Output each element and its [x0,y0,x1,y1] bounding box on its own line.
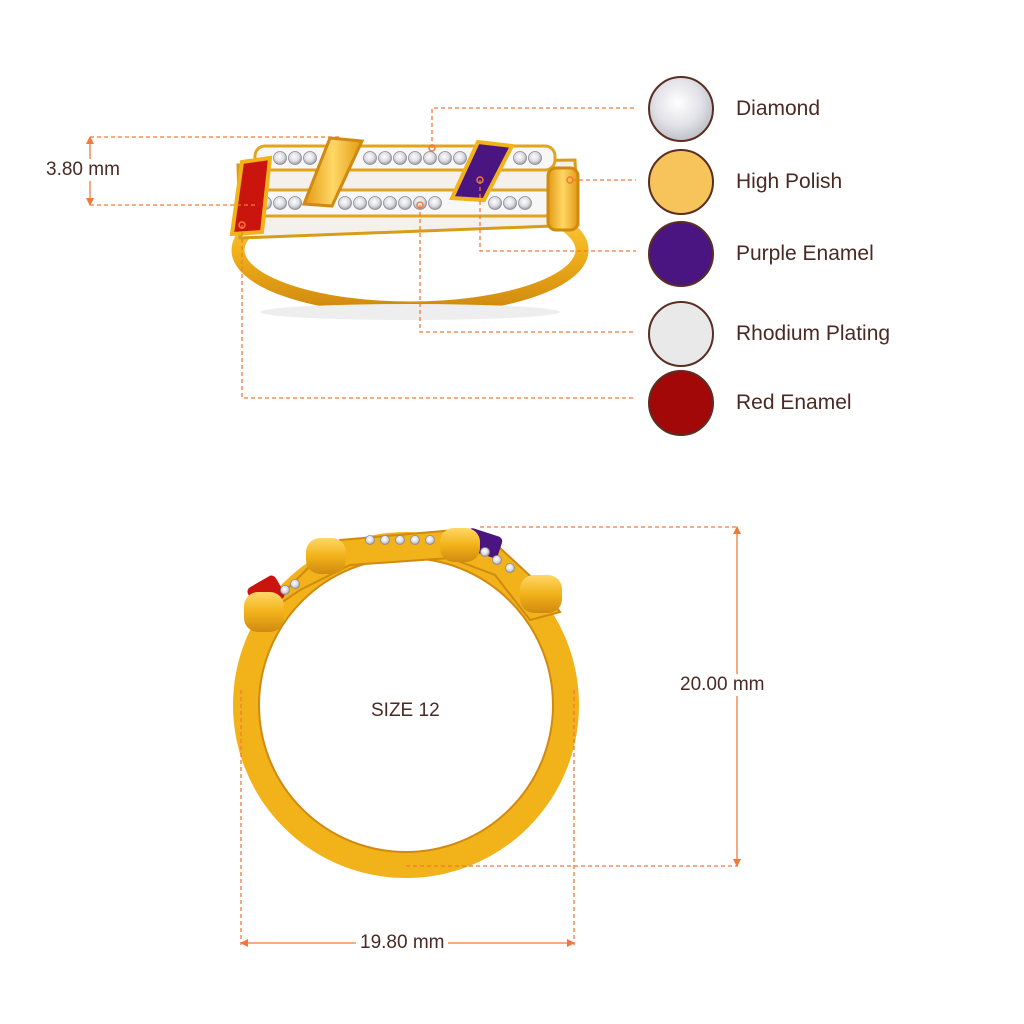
pave-diamond [492,555,502,565]
marker-purple-enamel [476,176,484,184]
rhodium-plating-swatch [648,301,714,367]
pave-diamond [408,151,422,165]
front-knuckle-left [244,592,284,632]
pave-diamond [280,585,290,595]
diamond-gem-icon [648,76,714,142]
pave-diamond [273,151,287,165]
high-polish-swatch [648,149,714,215]
outer-height-dimension-label: 20.00 mm [676,674,769,696]
pave-diamond [428,196,442,210]
leader-diamond [431,107,636,148]
arrow-height-top [86,136,94,144]
front-knuckle-right [440,528,480,562]
marker-rhodium [416,201,424,209]
pave-diamonds [258,151,542,210]
purple-enamel-swatch [648,221,714,287]
pave-diamond [288,151,302,165]
pave-diamond [395,535,405,545]
pave-diamond [453,151,467,165]
arrow-width-left [240,939,248,947]
ring-front-view [233,528,579,878]
legend-item-high-polish: High Polish [648,147,842,217]
pave-diamond [505,563,515,573]
red-enamel-bar [229,155,273,237]
legend-item-diamond: Diamond [648,74,820,144]
pave-diamond [380,535,390,545]
legend-item-purple-enamel: Purple Enamel [648,219,874,289]
pave-diamond [503,196,517,210]
pave-diamond [518,196,532,210]
pave-diamond [528,151,542,165]
pave-diamond [338,196,352,210]
pave-diamond [488,196,502,210]
marker-high-polish [566,176,574,184]
front-pave-diamonds [280,535,515,595]
arrow-height-bottom [86,198,94,206]
red-enamel-swatch [648,370,714,436]
pave-diamond [290,579,300,589]
legend-label-red-enamel: Red Enamel [736,391,852,414]
pave-diamond [438,151,452,165]
pave-diamond [423,151,437,165]
pave-diamond [288,196,302,210]
legend-label-high-polish: High Polish [736,170,843,193]
marker-diamond [428,144,436,152]
arrow-outer-top [733,526,741,534]
high-polish-bar [301,136,365,208]
pave-diamond [363,151,377,165]
legend-item-red-enamel: Red Enamel [648,368,852,438]
marker-red-enamel [238,221,246,229]
dimension-lines [89,107,738,945]
leader-purple-enamel [479,180,636,252]
arrow-outer-bottom [733,859,741,867]
pave-diamond [480,547,490,557]
arrow-width-right [567,939,575,947]
pave-diamond [393,151,407,165]
front-knuckle-mid [306,538,346,574]
front-knuckle-end [520,575,562,613]
pave-diamond [273,196,287,210]
pave-diamond [378,151,392,165]
legend-label-purple-enamel: Purple Enamel [736,242,874,265]
pave-diamond [303,151,317,165]
pave-diamond [398,196,412,210]
dimension-arrowheads [86,136,741,947]
leader-red-enamel [241,225,636,399]
pave-diamond [383,196,397,210]
ring-shank-shadow [260,304,560,320]
purple-enamel-bar [448,139,516,203]
ring-size-label: SIZE 12 [371,700,440,721]
end-gold-bar [546,166,580,232]
leader-rhodium-plating [419,205,636,333]
pave-diamond [368,196,382,210]
height-dimension-label: 3.80 mm [42,159,124,181]
pave-diamond [365,535,375,545]
legend-label-diamond: Diamond [736,97,821,120]
pave-diamond [425,535,435,545]
legend-label-rhodium-plating: Rhodium Plating [736,322,891,345]
pave-diamond [410,535,420,545]
pave-diamond [353,196,367,210]
ring-top-view [229,136,589,320]
width-dimension-label: 19.80 mm [356,932,449,954]
legend-item-rhodium-plating: Rhodium Plating [648,299,890,369]
pave-diamond [513,151,527,165]
